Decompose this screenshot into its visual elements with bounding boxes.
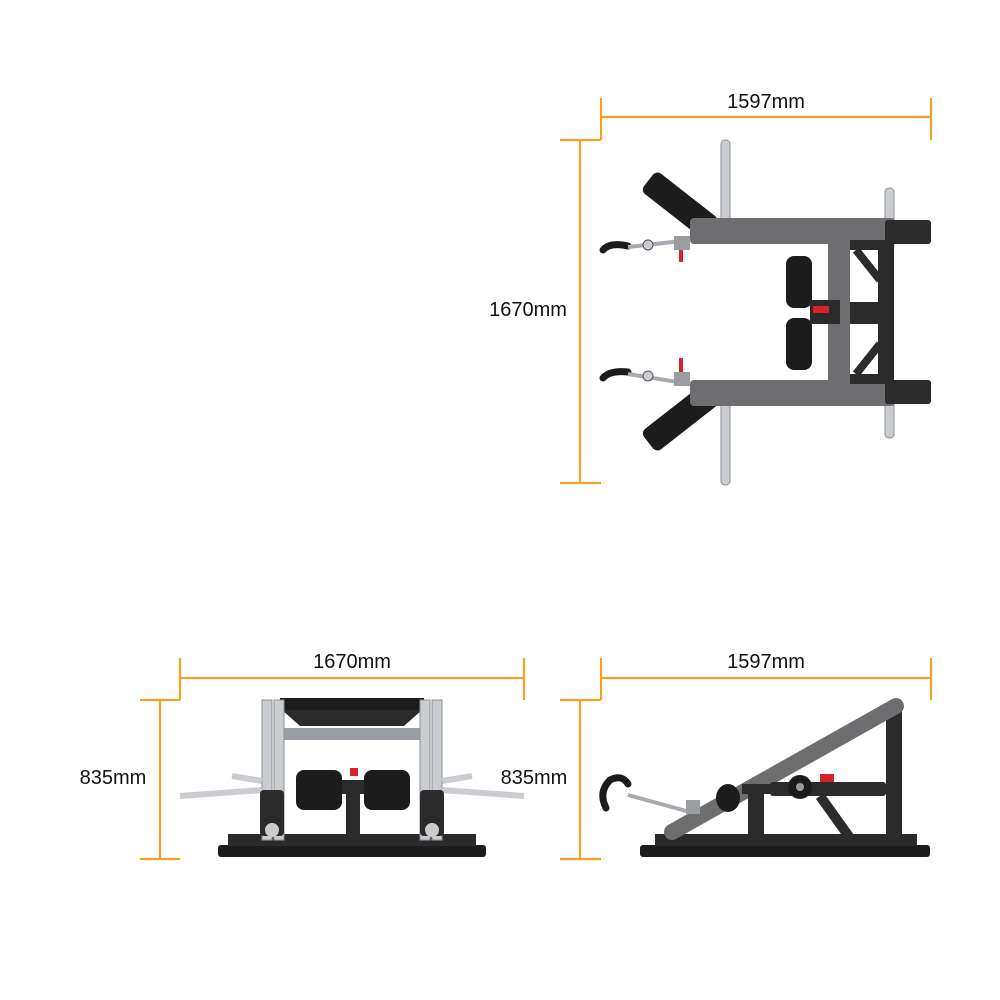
front-width-label: 1670mm <box>313 651 391 673</box>
front-view: 1670mm 835mm <box>80 651 526 861</box>
top-width-dimension: 1597mm <box>599 91 933 140</box>
front-height-label: 835mm <box>80 767 147 789</box>
side-height-label: 835mm <box>501 767 568 789</box>
top-view: 1597mm 1670mm <box>489 91 933 486</box>
front-height-dimension: 835mm <box>80 698 180 861</box>
machine-top-view <box>599 139 931 486</box>
top-depth-label: 1670mm <box>489 299 567 321</box>
front-width-dimension: 1670mm <box>178 651 526 700</box>
side-width-label: 1597mm <box>727 651 805 673</box>
side-view: 1597mm 835mm <box>501 651 933 861</box>
top-width-label: 1597mm <box>727 91 805 113</box>
top-depth-dimension: 1670mm <box>489 138 601 485</box>
side-height-dimension: 835mm <box>501 698 601 861</box>
machine-side-view <box>599 698 930 857</box>
machine-front-view <box>179 698 525 857</box>
side-width-dimension: 1597mm <box>599 651 933 700</box>
